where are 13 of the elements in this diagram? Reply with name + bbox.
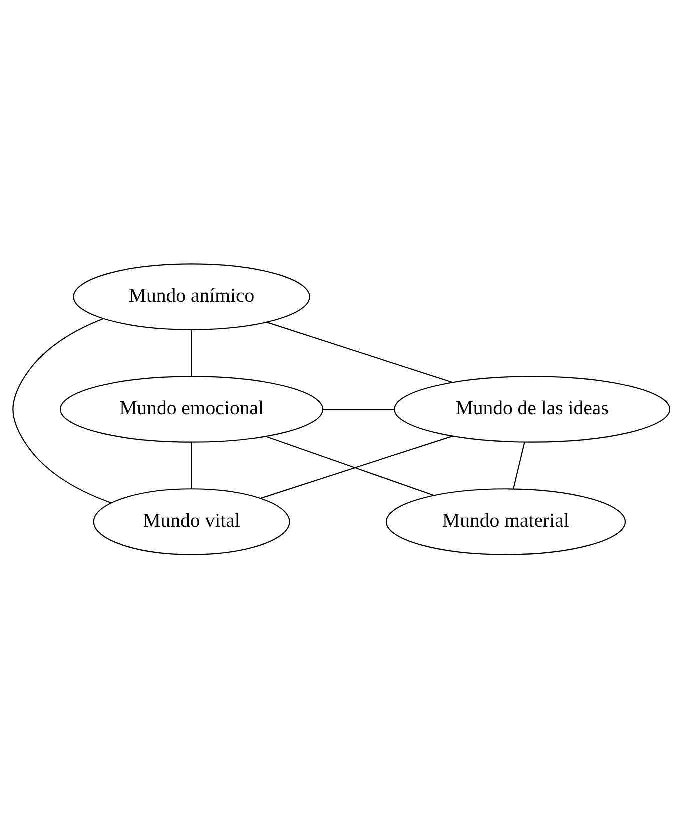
connector	[323, 408, 395, 410]
connector	[266, 436, 434, 496]
node-ellipse: Mundo material	[386, 488, 626, 555]
node-ellipse: Mundo emocional	[60, 376, 324, 442]
connector	[512, 442, 526, 489]
node-ellipse: Mundo de las ideas	[394, 376, 671, 442]
node-ellipse: Mundo vital	[93, 488, 290, 555]
connector	[12, 318, 112, 504]
connector	[191, 442, 192, 489]
connector	[191, 329, 192, 376]
connector	[266, 321, 454, 383]
connector	[260, 435, 454, 499]
node-ellipse: Mundo anímico	[73, 263, 310, 330]
